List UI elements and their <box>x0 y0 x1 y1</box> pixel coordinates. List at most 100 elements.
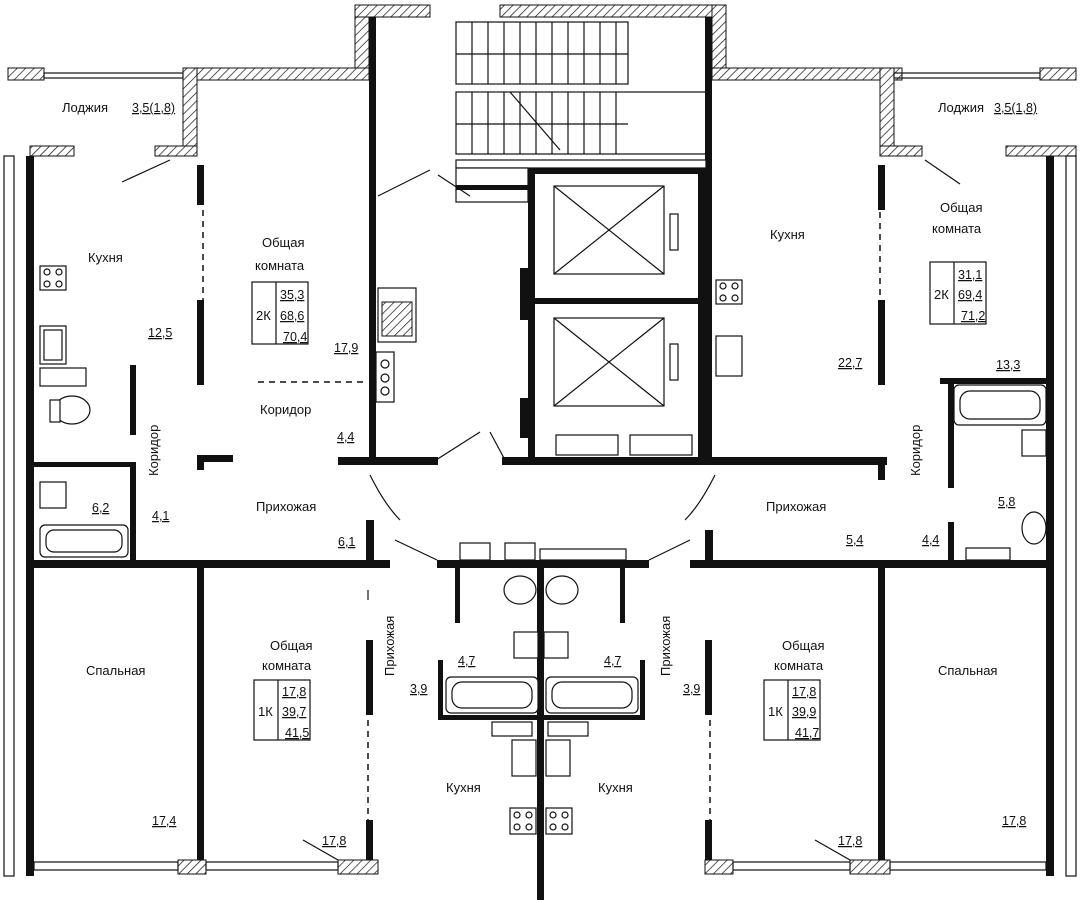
bottom-partition-left <box>197 568 204 860</box>
left-outer-wall <box>26 156 34 876</box>
loggia-right-area: 3,5(1,8) <box>994 101 1037 115</box>
hall-right-small-area: 4,4 <box>922 533 939 547</box>
living-left-bottom-area: 17,8 <box>322 834 346 848</box>
apt-living: 31,1 <box>958 268 982 282</box>
living-left-label-2: комната <box>255 258 305 273</box>
sink-icon <box>543 631 569 659</box>
partition-right-bath-2 <box>948 378 954 488</box>
bottom-center-wall <box>537 568 544 900</box>
elevator-divider <box>528 298 705 304</box>
stairwell <box>375 21 707 458</box>
living-right-bottom-label-2: комната <box>774 658 824 673</box>
stove-icon <box>539 548 627 561</box>
living-left-area: 17,9 <box>334 341 358 355</box>
kitchen-left-label: Кухня <box>88 250 123 265</box>
stove-icon <box>39 265 67 291</box>
apt-total: 39,9 <box>792 705 816 719</box>
bedroom-right-area: 17,8 <box>1002 814 1026 828</box>
living-left-label-1: Общая <box>262 235 305 250</box>
walls <box>3 4 1077 900</box>
partition-left-kitchen <box>197 165 204 205</box>
stair-landing-wall <box>455 159 707 169</box>
kitchen-left-area: 12,5 <box>148 326 172 340</box>
right-loggia-rail <box>893 72 1041 79</box>
loggia-left-label: Лоджия <box>62 100 108 115</box>
washer-icon <box>459 542 491 561</box>
bath-bl-wall-2 <box>438 715 538 720</box>
core-wall-top-right <box>499 4 726 18</box>
apt-type: 2К <box>934 287 949 302</box>
partition-right-kitchen-2 <box>878 300 885 385</box>
bath-right-area: 5,8 <box>998 495 1015 509</box>
right-loggia-bottom <box>879 145 923 157</box>
living-right-bottom-area: 17,8 <box>838 834 862 848</box>
bottom-partition-left-2 <box>366 640 373 715</box>
elevator-1-cab <box>553 185 665 275</box>
bottom-wall-right <box>704 859 734 875</box>
apt-type: 1К <box>768 704 783 719</box>
corridor-right-vert-label: Коридор <box>908 425 923 476</box>
living-right-bottom-label-1: Общая <box>782 638 825 653</box>
hallway-left-area: 6,1 <box>338 535 355 549</box>
kitchen-right-area: 22,7 <box>838 356 862 370</box>
bath-left-bottom-area: 4,7 <box>458 654 475 668</box>
living-right-area: 13,3 <box>996 358 1020 372</box>
hallway-left-bottom-label: Прихожая <box>382 616 397 676</box>
toilet-icon <box>545 575 579 605</box>
apt-with-loggia: 71,2 <box>961 309 985 323</box>
sink-icon <box>511 739 537 777</box>
left-loggia-bottom-2 <box>154 145 198 157</box>
bath-bl-wall <box>438 660 443 720</box>
apt-type: 2К <box>256 308 271 323</box>
bedroom-left-area: 17,4 <box>152 814 176 828</box>
hallway-left-label: Прихожая <box>256 499 316 514</box>
room-labels: Лоджия 3,5(1,8) Лоджия 3,5(1,8) Кухня 12… <box>62 100 1037 848</box>
sink-icon <box>1021 429 1047 457</box>
partition-left-bath-3 <box>130 462 136 560</box>
kitchen-left-bottom-label: Кухня <box>446 780 481 795</box>
elevator-2-cab <box>553 317 665 407</box>
stove-icon <box>509 807 537 835</box>
bottom-partition-right <box>705 640 712 715</box>
stair-flight-top <box>455 21 629 85</box>
left-outer-skin <box>3 155 15 877</box>
sink-icon <box>545 739 571 777</box>
right-top-wall <box>711 67 903 81</box>
bottom-wall-left-2 <box>337 859 379 875</box>
apt-living: 17,8 <box>282 685 306 699</box>
loggia-left-area: 3,5(1,8) <box>132 101 175 115</box>
left-top-wall-3 <box>182 67 198 157</box>
mid-wall-center <box>437 560 649 568</box>
washer-icon <box>965 547 1011 561</box>
partition-right-closet <box>705 530 713 560</box>
washer-icon <box>491 721 533 737</box>
right-loggia-bottom-2 <box>1005 145 1077 157</box>
stove-icon <box>715 279 743 305</box>
service-shaft <box>377 287 417 343</box>
hall-left-small-area: 4,1 <box>152 509 169 523</box>
apt-with-loggia: 41,7 <box>795 726 819 740</box>
landing-wall-left <box>338 457 438 465</box>
core-inner-right <box>705 17 712 457</box>
partition-right-bath <box>940 378 1046 384</box>
bottom-wall-left <box>177 859 207 875</box>
stair-flight-bottom <box>455 91 707 155</box>
mid-wall-left <box>34 560 390 568</box>
bathtub-icon <box>445 676 539 714</box>
left-loggia-rail <box>43 72 184 79</box>
elevator-shaft-wall <box>528 168 705 174</box>
living-left-bottom-label-1: Общая <box>270 638 313 653</box>
toilet-icon <box>1021 511 1047 545</box>
washer-icon <box>39 367 87 387</box>
kitchen-right-bottom-label: Кухня <box>598 780 633 795</box>
corridor-left-vert-label: Коридор <box>146 425 161 476</box>
bottom-window-right <box>889 861 1047 871</box>
sink-icon <box>715 335 743 377</box>
sink-icon <box>513 631 539 659</box>
bottom-partition-right-3 <box>878 568 885 860</box>
loggia-right-label: Лоджия <box>938 100 984 115</box>
apt-total: 39,7 <box>282 705 306 719</box>
living-right-label-1: Общая <box>940 200 983 215</box>
bath-br-wall <box>640 660 645 720</box>
